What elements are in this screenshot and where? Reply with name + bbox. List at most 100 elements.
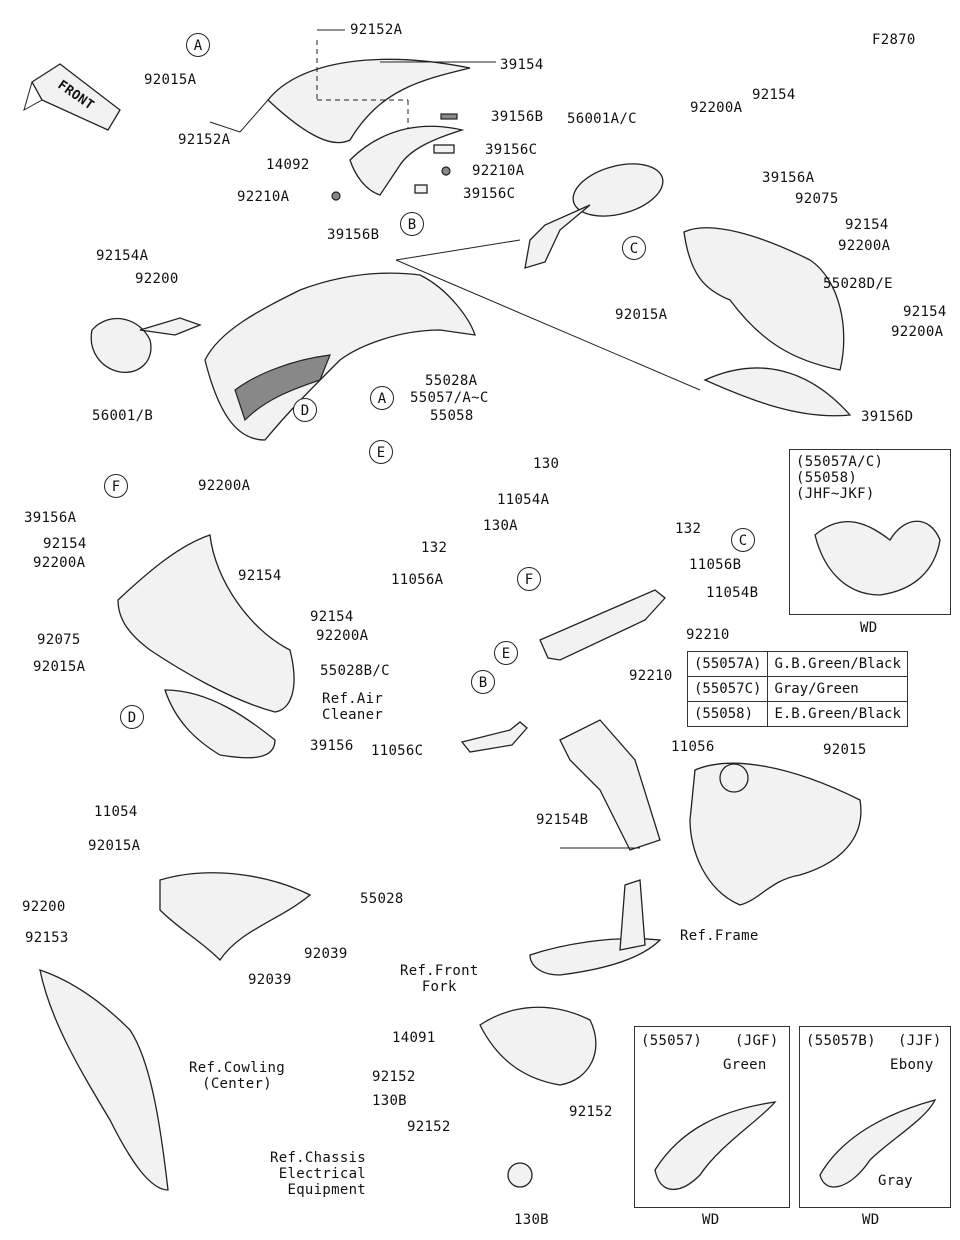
label-11054A: 11054A — [497, 492, 550, 508]
wd-box-left-code: (55057) — [641, 1033, 703, 1049]
mirror-56001AC — [572, 163, 664, 217]
wd-left-shape — [654, 1101, 777, 1191]
label-39156: 39156 — [310, 738, 354, 754]
label-39156D: 39156D — [861, 409, 914, 425]
label-14092: 14092 — [266, 157, 310, 173]
inner-cover-part — [349, 125, 465, 196]
label-11056: 11056 — [671, 739, 715, 755]
pad-39156C — [433, 144, 455, 154]
stay-11056C — [460, 721, 528, 753]
label-39156A-l: 39156A — [24, 510, 77, 526]
label-ref-air-cleaner: Ref.Air Cleaner — [322, 691, 384, 723]
wd-box-top-footer: WD — [860, 620, 878, 636]
side-cowl-55028DE — [683, 227, 845, 371]
wd-top-cowl-shape — [814, 520, 941, 596]
table-cell-code: (55057A) — [686, 651, 769, 677]
table-cell-code: (55058) — [686, 701, 769, 727]
clip-39156B — [440, 113, 458, 120]
label-11056C: 11056C — [371, 743, 424, 759]
label-11054: 11054 — [94, 804, 138, 820]
table-row: (55058) E.B.Green/Black — [686, 701, 908, 727]
label-11056A: 11056A — [391, 572, 444, 588]
figure-code: F2870 — [872, 32, 916, 48]
callout-b-top: B — [400, 212, 424, 236]
label-56001AC: 56001A/C — [567, 111, 637, 127]
label-39156B-top: 39156B — [491, 109, 544, 125]
label-56001B: 56001/B — [92, 408, 154, 424]
label-92015A-a: 92015A — [144, 72, 197, 88]
inner-cover-55028 — [159, 872, 312, 962]
label-55028BC: 55028B/C — [320, 663, 390, 679]
label-ref-chassis-electrical: Ref.Chassis Electrical Equipment — [270, 1150, 367, 1198]
label-130B-a: 130B — [372, 1093, 407, 1109]
horn-part — [507, 1162, 533, 1188]
wd-right-shape — [819, 1098, 937, 1188]
label-92015A-r: 92015A — [615, 307, 668, 323]
wd-box-left-model: (JGF) — [735, 1033, 779, 1049]
table-cell-code: (55057C) — [686, 676, 769, 702]
frame-part — [689, 762, 862, 906]
wd-box-left: (55057) (JGF) Green — [634, 1026, 790, 1208]
label-92015A-b: 92015A — [88, 838, 141, 854]
label-92154B: 92154B — [536, 812, 589, 828]
label-92154A: 92154A — [96, 248, 149, 264]
label-92200-b: 92200 — [22, 899, 66, 915]
label-130A: 130A — [483, 518, 518, 534]
label-55057AC: 55057/A~C — [410, 390, 489, 406]
bracket-11056 — [559, 719, 661, 851]
inner-cover-14091 — [479, 1006, 597, 1086]
color-table: (55057A) G.B.Green/Black (55057C) Gray/G… — [686, 651, 908, 727]
nut-92210A-left — [331, 191, 341, 201]
callout-a-mid: A — [370, 386, 394, 410]
label-39156C-b: 39156C — [463, 186, 516, 202]
wd-box-left-footer: WD — [702, 1212, 720, 1228]
nut-92210A — [441, 166, 451, 176]
label-39156B-bottom: 39156B — [327, 227, 380, 243]
callout-c-right: C — [622, 236, 646, 260]
wd-box-right-footer: WD — [862, 1212, 880, 1228]
label-92200A-l1: 92200A — [33, 555, 86, 571]
label-92152-c: 92152 — [407, 1119, 451, 1135]
callout-f-center: F — [517, 567, 541, 591]
callout-f-left: F — [104, 474, 128, 498]
label-92200: 92200 — [135, 271, 179, 287]
front-arrow-shape — [23, 63, 121, 131]
table-row: (55057A) G.B.Green/Black — [686, 651, 908, 677]
label-92154-l1: 92154 — [43, 536, 87, 552]
callout-b-center: B — [471, 670, 495, 694]
label-ref-front-fork: Ref.Front Fork — [400, 963, 479, 995]
label-92015A-l: 92015A — [33, 659, 86, 675]
callout-e-mid: E — [369, 440, 393, 464]
label-92015: 92015 — [823, 742, 867, 758]
table-cell-color: G.B.Green/Black — [767, 651, 908, 677]
label-92152-b: 92152 — [569, 1104, 613, 1120]
callout-d-left: D — [120, 705, 144, 729]
label-92200A-top: 92200A — [198, 478, 251, 494]
pad-39156C-b — [414, 184, 428, 194]
table-cell-color: Gray/Green — [767, 676, 908, 702]
label-55028: 55028 — [360, 891, 404, 907]
panel-39156D — [703, 367, 852, 417]
label-11056B: 11056B — [689, 557, 742, 573]
label-92154-r2: 92154 — [845, 217, 889, 233]
label-130: 130 — [533, 456, 560, 472]
label-92154-tr: 92154 — [752, 87, 796, 103]
label-92153: 92153 — [25, 930, 69, 946]
label-130B-b: 130B — [514, 1212, 549, 1228]
label-92152A-left: 92152A — [178, 132, 231, 148]
label-92210A-left: 92210A — [237, 189, 290, 205]
table-row: (55057C) Gray/Green — [686, 676, 908, 702]
panel-39156 — [164, 689, 276, 759]
label-55028A: 55028A — [425, 373, 478, 389]
label-92210A: 92210A — [472, 163, 525, 179]
wd-box-left-color: Green — [723, 1057, 767, 1073]
label-14091: 14091 — [392, 1030, 436, 1046]
lower-cowl-55028BC — [117, 534, 295, 713]
callout-a-top: A — [186, 33, 210, 57]
label-92200A-tr: 92200A — [690, 100, 743, 116]
wd-box-right-color1: Ebony — [890, 1057, 934, 1073]
label-92200A-r2: 92200A — [838, 238, 891, 254]
label-55058: 55058 — [430, 408, 474, 424]
wd-box-right: (55057B) (JJF) Ebony Gray — [799, 1026, 951, 1208]
